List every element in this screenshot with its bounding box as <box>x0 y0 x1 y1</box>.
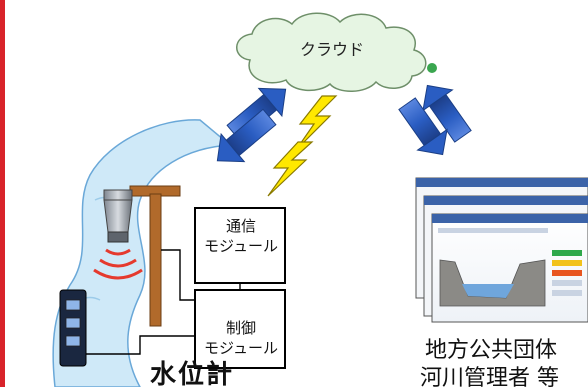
uplink-arrow-right <box>422 84 472 143</box>
sensor-icon <box>103 189 133 243</box>
recipients-line2: 河川管理者 等 <box>420 366 559 391</box>
communication-module-line2: モジュール <box>204 237 278 255</box>
communication-module-line1: 通信 <box>225 217 256 235</box>
river <box>52 119 232 387</box>
communication-module-box <box>194 207 286 284</box>
lightning-icon <box>295 95 338 151</box>
wire <box>161 249 195 301</box>
left-frame-border <box>0 0 5 387</box>
control-module-label: 制御 モジュール <box>196 318 286 358</box>
pole <box>149 193 162 327</box>
downlink-arrow-right <box>398 97 448 156</box>
communication-module-label: 通信 モジュール <box>196 216 286 256</box>
cloud <box>236 12 427 92</box>
recipients-line1: 地方公共団体 <box>425 338 558 363</box>
control-module-line2: モジュール <box>204 339 278 357</box>
battery-cell <box>65 335 81 347</box>
cloud-label: クラウド <box>300 40 365 59</box>
battery-cell <box>65 299 81 311</box>
signal-wave <box>99 258 137 268</box>
wire <box>86 335 195 355</box>
monitoring-screens <box>415 177 588 323</box>
signal-wave <box>93 268 143 280</box>
cloud-dot <box>427 63 437 73</box>
water-level-meter-label: 水位計 <box>150 360 235 390</box>
control-module-line1: 制御 <box>225 319 256 337</box>
downlink-arrow <box>216 108 277 163</box>
control-module-box <box>194 289 286 369</box>
battery-cell <box>65 317 81 329</box>
lightning-icon <box>267 141 314 197</box>
signal-wave <box>105 248 131 256</box>
